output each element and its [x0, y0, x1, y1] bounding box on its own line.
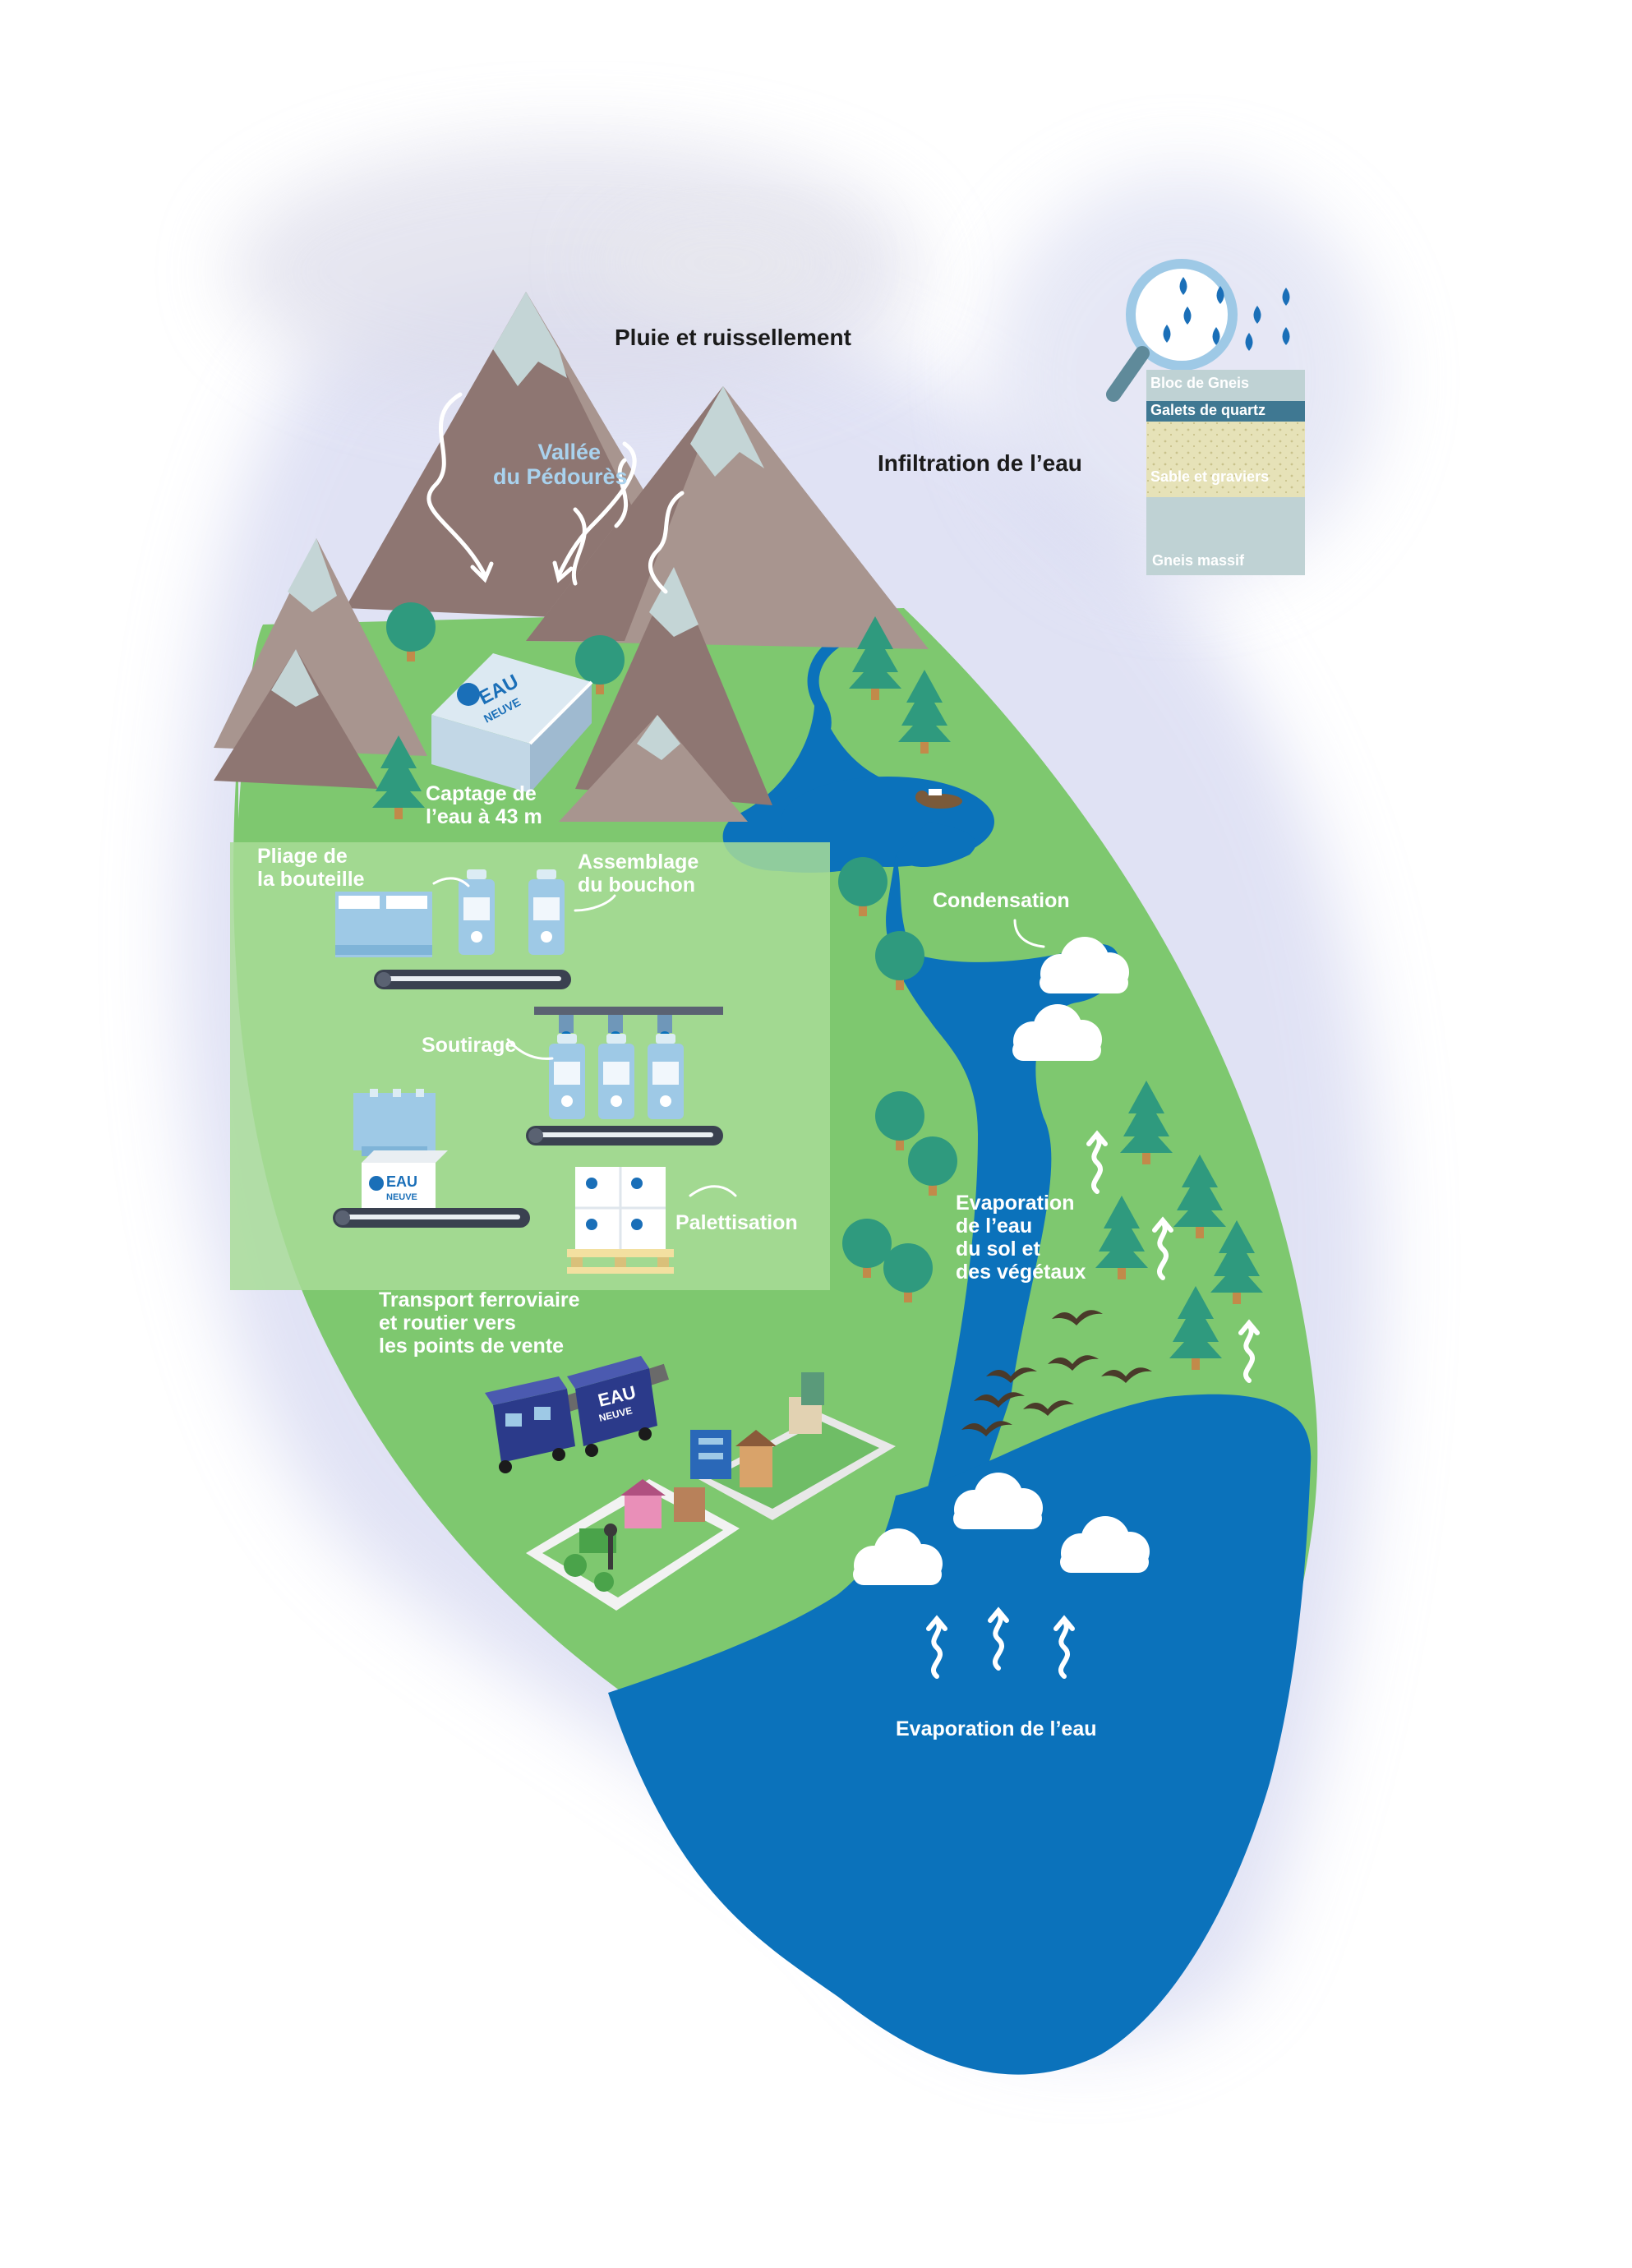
- label-soil-evaporation-line2: de l’eau: [956, 1215, 1033, 1238]
- label-valley-line2: du Pédourès: [493, 464, 628, 490]
- conveyor-icon: [374, 970, 571, 989]
- label-infiltration: Infiltration de l’eau: [878, 450, 1082, 476]
- label-soil-evaporation: Evaporation de l’eau du sol et des végét…: [956, 1192, 1086, 1284]
- label-soil-evaporation-line1: Evaporation: [956, 1192, 1075, 1215]
- soil-label-quartz: Galets de quartz: [1150, 402, 1266, 418]
- label-filling: Soutirage: [422, 1034, 517, 1057]
- box-brand-line2: NEUVE: [386, 1192, 417, 1202]
- label-water-evaporation: Evaporation de l’eau: [896, 1717, 1097, 1740]
- label-cap-assembly: Assemblage du bouchon: [578, 850, 698, 897]
- soil-label-gneiss-block: Bloc de Gneis: [1150, 375, 1250, 391]
- soil-layer-sand-texture: [1146, 422, 1305, 497]
- train-icon: [485, 1356, 670, 1473]
- bottle-fold-icon: [335, 892, 432, 957]
- soil-layers: [1146, 370, 1305, 575]
- label-capture-line2: l’eau à 43 m: [426, 805, 542, 828]
- label-capture-line1: Captage de: [426, 782, 537, 805]
- label-palletizing: Palettisation: [675, 1211, 798, 1234]
- pallet-icon: [567, 1167, 674, 1274]
- city-icon: [526, 1372, 896, 1611]
- soil-label-sand: Sable et graviers: [1150, 468, 1270, 485]
- label-folding: Pliage de la bouteille: [257, 845, 365, 891]
- label-valley-line1: Vallée: [537, 440, 602, 464]
- bottle-icon: [648, 1034, 684, 1119]
- label-folding-line2: la bouteille: [257, 868, 365, 891]
- label-valley: Vallée du Pédourès: [493, 440, 628, 489]
- bottle-icon: [549, 1034, 585, 1119]
- label-transport-line3: les points de vente: [379, 1335, 565, 1358]
- label-condensation: Condensation: [933, 889, 1070, 912]
- soil-layer-gneiss-massive: [1146, 497, 1305, 575]
- label-soil-evaporation-line4: des végétaux: [956, 1261, 1086, 1284]
- label-cap-assembly-line1: Assemblage: [578, 850, 699, 874]
- label-transport-line1: Transport ferroviaire: [379, 1288, 580, 1311]
- conveyor-icon: [333, 1208, 530, 1228]
- label-rain: Pluie et ruissellement: [615, 325, 851, 350]
- bottle-icon: [528, 869, 565, 955]
- label-folding-line1: Pliage de: [257, 845, 348, 868]
- soil-layer-gneiss-block: [1146, 370, 1305, 401]
- soil-layer-quartz: [1146, 401, 1305, 422]
- box-brand-line1: EAU: [386, 1173, 417, 1190]
- label-transport: Transport ferroviaire et routier vers le…: [379, 1288, 580, 1358]
- magnifier-icon: [1106, 259, 1238, 402]
- soil-label-gneiss-massive: Gneis massif: [1152, 552, 1245, 569]
- process-arrows: [432, 877, 1045, 1197]
- bottle-icon: [598, 1034, 634, 1119]
- otter-icon: [915, 789, 962, 809]
- label-soil-evaporation-line3: du sol et: [956, 1238, 1040, 1261]
- label-capture: Captage de l’eau à 43 m: [426, 782, 542, 828]
- box-icon: [362, 1150, 448, 1208]
- raindrop-icon: [1163, 277, 1290, 351]
- conveyor-icon: [526, 1126, 723, 1146]
- bottle-pack-icon: [353, 1089, 436, 1156]
- label-cap-assembly-line2: du bouchon: [578, 874, 696, 897]
- label-transport-line2: et routier vers: [379, 1311, 516, 1335]
- valley-arrows: [426, 392, 685, 594]
- factory-icon: [431, 653, 593, 793]
